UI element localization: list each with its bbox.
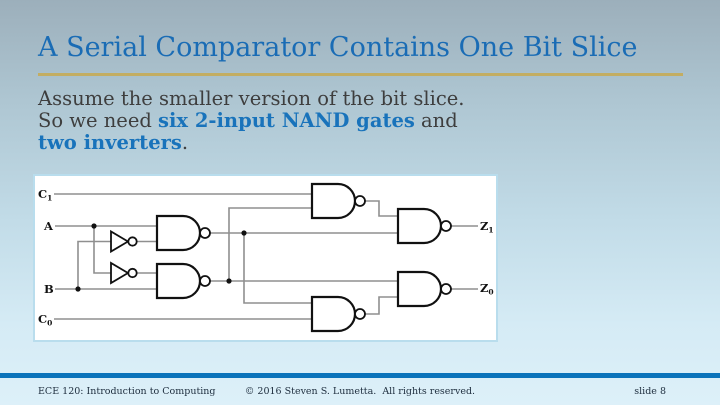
label-c0: C0 — [38, 312, 52, 328]
junction-dots — [75, 223, 247, 292]
body-text: Assume the smaller version of the bit sl… — [38, 88, 478, 154]
negation-bubble-icon — [440, 220, 452, 232]
body-line3-highlight: two inverters — [38, 131, 182, 154]
label-a: A — [43, 219, 54, 233]
negation-bubble-icon — [199, 227, 211, 239]
junction-dot — [241, 230, 247, 236]
negation-bubble-icon — [127, 236, 138, 247]
footer-slide-number: slide 8 — [634, 386, 666, 397]
label-c1: C1 — [38, 187, 52, 203]
nand-gate-upper-left — [155, 214, 211, 252]
footer-course-name: ECE 120: Introduction to Computing — [38, 386, 216, 397]
body-line2-prefix: So we need — [38, 109, 159, 132]
comparator-schematic-svg: C1 A B C0 Z1 Z0 — [38, 182, 494, 333]
body-line1: Assume the smaller version of the bit sl… — [38, 87, 465, 110]
inverters — [110, 229, 138, 285]
nand-gate-z1 — [396, 207, 452, 245]
nand-gate-bottom-middle — [310, 295, 366, 333]
nand-gates — [155, 182, 452, 333]
wire-b-to-inverter1 — [77, 240, 111, 289]
footer-accent-bar — [0, 373, 720, 378]
label-b: B — [44, 282, 54, 296]
negation-bubble-icon — [354, 308, 366, 320]
negation-bubble-icon — [354, 195, 366, 207]
junction-dot — [226, 278, 232, 284]
nand-gate-top-middle — [310, 182, 366, 220]
wire-a-to-inverter2 — [93, 226, 111, 274]
junction-dot — [91, 223, 97, 229]
nand-gate-lower-left — [155, 262, 211, 300]
wire-nand1-branch-to-bottom-mid — [243, 233, 312, 304]
junction-dot — [75, 286, 81, 292]
wire-bottommid-out-to-z0gate — [365, 296, 398, 315]
nand-gate-z0 — [396, 270, 452, 308]
negation-bubble-icon — [440, 283, 452, 295]
negation-bubble-icon — [127, 267, 138, 279]
label-z0: Z0 — [480, 281, 494, 297]
wires — [54, 193, 478, 320]
wire-nand2-branch-to-top-mid — [228, 207, 312, 281]
footer: ECE 120: Introduction to Computing © 201… — [0, 386, 720, 402]
title-underline-rule — [38, 73, 683, 76]
circuit-diagram: C1 A B C0 Z1 Z0 — [33, 174, 498, 342]
body-line3-suffix: . — [181, 131, 189, 154]
inverter-upper — [110, 229, 138, 254]
negation-bubble-icon — [199, 275, 211, 287]
footer-copyright: © 2016 Steven S. Lumetta. All rights res… — [244, 386, 476, 397]
body-line2-suffix: and — [414, 109, 458, 132]
slide-title: A Serial Comparator Contains One Bit Sli… — [38, 32, 638, 63]
inverter-lower — [110, 261, 138, 285]
label-z1: Z1 — [480, 219, 494, 235]
wire-topmid-out-to-z1gate — [365, 200, 398, 217]
body-line2-highlight: six 2-input NAND gates — [158, 109, 415, 132]
signal-labels: C1 A B C0 Z1 Z0 — [38, 187, 494, 328]
